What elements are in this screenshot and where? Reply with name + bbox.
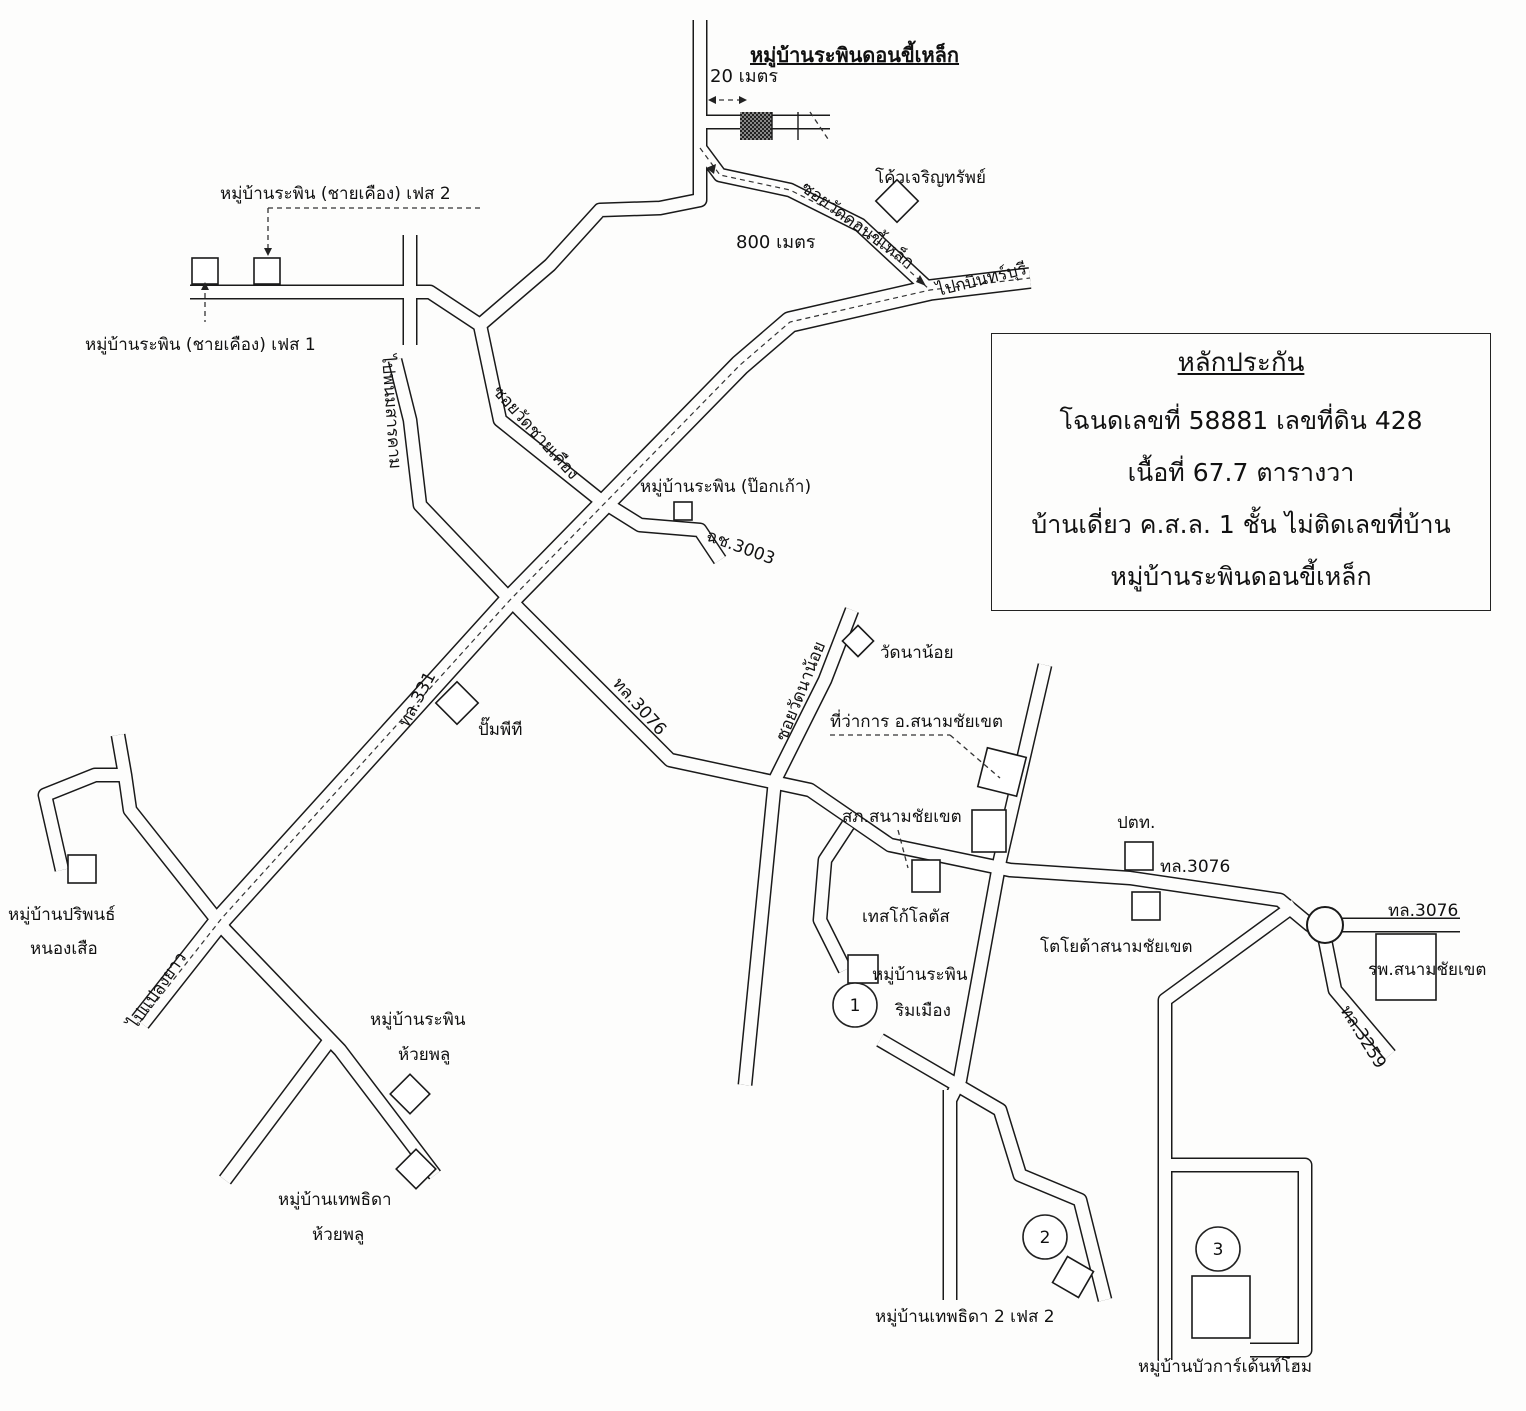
collateral-info-box: หลักประกัน โฉนดเลขที่ 58881 เลขที่ดิน 42…: [991, 333, 1491, 611]
bldg-bua-garden: [1191, 1275, 1251, 1339]
label-district-office: ที่ว่าการ อ.สนามชัยเขต: [830, 709, 1003, 732]
buildings: [67, 178, 1437, 1339]
marker-circle-2: [1022, 1214, 1068, 1260]
label-bua-garden-home: หมู่บ้านบัวการ์เด้นท์โฮม: [1138, 1356, 1312, 1377]
bldg-paripon: [67, 854, 97, 884]
label-hospital: รพ.สนามชัยเขต: [1368, 960, 1486, 980]
label-pointers: [201, 207, 1001, 869]
bldg-district-office: [976, 746, 1028, 798]
roundabout: [1306, 906, 1344, 944]
collateral-village-line: หมู่บ้านระพินดอนขี้เหล็ก: [1110, 561, 1372, 591]
label-raphin-huai-phlu-2: ห้วยพลู: [398, 1045, 450, 1065]
label-thepthida-huai-phlu-2: ห้วยพลู: [312, 1225, 364, 1245]
distance-arrow-start: [706, 164, 716, 174]
label-police-station: สภ.สนามชัยเขต: [842, 807, 962, 827]
bldg-khao-charoen: [874, 178, 920, 224]
label-paripon-1: หมู่บ้านปริพนธ์: [8, 905, 116, 925]
bldg-wat-na-noi: [841, 624, 875, 658]
distance-label: 800 เมตร: [736, 232, 816, 253]
label-raphin-pok-kao: หมู่บ้านระพิน (ป๊อกเก้า): [640, 477, 811, 497]
label-paripon-2: หนองเสือ: [30, 939, 98, 959]
collateral-heading: หลักประกัน: [1177, 347, 1305, 378]
bldg-toyota: [1131, 891, 1161, 921]
label-hwy-3076-c: ทล.3076: [1388, 901, 1458, 921]
bldg-tesco: [911, 859, 941, 893]
label-pump-pt: ปั๊มพีที: [478, 716, 522, 740]
bldg-post-office: [1124, 841, 1154, 871]
numbered-markers: 1 2 3: [832, 982, 1241, 1272]
label-post-office: ปตท.: [1117, 813, 1155, 833]
label-hwy-3076-b: ทล.3076: [1160, 857, 1230, 877]
bldg-raphin-phase1: [191, 257, 219, 285]
label-tesco-lotus: เทสโก้โลตัส: [862, 906, 950, 927]
label-soi-wat-chai-khueang: ซอยวัดชายเคือง: [488, 382, 583, 484]
target-property: [706, 96, 926, 286]
marker-2: 2: [1040, 1228, 1051, 1248]
bldg-rim-mueang: [847, 954, 879, 984]
marker-1: 1: [850, 996, 861, 1016]
bldg-raphin-huai-phlu: [389, 1073, 431, 1115]
collateral-building-line: บ้านเดี่ยว ค.ส.ล. 1 ชั้น ไม่ติดเลขที่บ้า…: [1031, 509, 1451, 539]
label-rim-mueang-2: ริมเมือง: [894, 1001, 951, 1021]
label-toyota: โตโยต้าสนามชัยเขต: [1040, 936, 1193, 957]
marker-3: 3: [1213, 1240, 1224, 1260]
label-raphin-phase2: หมู่บ้านระพิน (ชายเคือง) เฟส 2: [220, 184, 451, 204]
road-network-fill: [39, 20, 1460, 1360]
bldg-thepthida-2: [1051, 1255, 1095, 1299]
marker-circle-1: [832, 982, 878, 1028]
bldg-pump-pt: [434, 680, 480, 726]
label-wat-na-noi: วัดนาน้อย: [880, 643, 954, 663]
label-rim-mueang-1: หมู่บ้านระพิน: [872, 965, 968, 985]
marker-circle-3: [1195, 1226, 1241, 1272]
bldg-thepthida-huai-phlu: [395, 1148, 437, 1190]
label-khao-charoen: โค้วเจริญทรัพย์: [875, 167, 986, 188]
label-to-plaeng-yao: ไปแปลงยาว: [122, 948, 191, 1034]
collateral-area-line: เนื้อที่ 67.7 ตารางวา: [1127, 457, 1355, 487]
map-title: หมู่บ้านระพินดอนขี้เหล็ก: [750, 40, 959, 69]
bldg-police: [971, 809, 1007, 853]
scale-label: 20 เมตร: [710, 66, 778, 87]
bldg-pok-kao: [673, 501, 693, 521]
bldg-raphin-phase2: [253, 257, 281, 285]
label-thepthida-huai-phlu-1: หมู่บ้านเทพธิดา: [278, 1190, 392, 1210]
bldg-hospital: [1375, 933, 1437, 1001]
label-thepthida-2-phase2: หมู่บ้านเทพธิดา 2 เฟส 2: [875, 1307, 1055, 1327]
label-raphin-huai-phlu-1: หมู่บ้านระพิน: [370, 1010, 466, 1030]
label-raphin-phase1: หมู่บ้านระพิน (ชายเคือง) เฟส 1: [85, 335, 316, 355]
distance-arrow-end: [916, 275, 926, 286]
collateral-deed-line: โฉนดเลขที่ 58881 เลขที่ดิน 428: [1059, 405, 1423, 435]
